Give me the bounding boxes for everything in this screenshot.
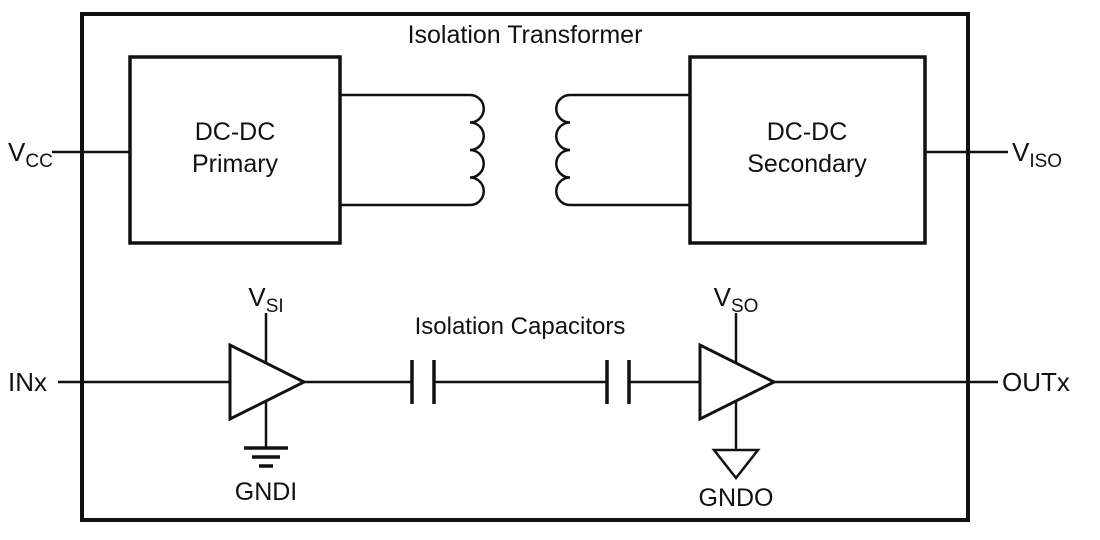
vcc-pin-label: VCC (8, 137, 53, 172)
vcc-label-main: V (8, 137, 26, 167)
dc-dc-secondary-label-line2: Secondary (747, 150, 867, 178)
vsi-label-sub: SI (266, 296, 284, 317)
signal-ground-icon (711, 448, 761, 481)
vso-label-sub: SO (731, 296, 758, 317)
gndo-label: GNDO (699, 484, 774, 512)
vsi-label-main: V (248, 282, 266, 312)
dc-dc-primary-label-line1: DC-DC (195, 118, 276, 146)
transformer-secondary-winding-icon (555, 93, 571, 207)
viso-label-main: V (1012, 137, 1030, 167)
earth-ground-icon (244, 446, 288, 468)
diagram-title: Isolation Transformer (408, 21, 643, 49)
viso-pin-label: VISO (1012, 137, 1062, 172)
dc-dc-primary-label-line2: Primary (192, 150, 279, 178)
vsi-label: VSI (248, 282, 283, 317)
vcc-label-sub: CC (25, 151, 52, 172)
viso-label-sub: ISO (1029, 151, 1062, 172)
dc-dc-secondary-block (688, 55, 927, 245)
transformer-primary-winding-icon (469, 93, 485, 207)
vso-label: VSO (714, 282, 759, 317)
dc-dc-secondary-label-line1: DC-DC (767, 118, 848, 146)
vso-label-main: V (714, 282, 732, 312)
gndi-label: GNDI (235, 478, 298, 506)
isolation-capacitors-label: Isolation Capacitors (415, 313, 626, 340)
inx-pin-label: INx (8, 367, 47, 397)
outx-pin-label: OUTx (1002, 367, 1070, 397)
dc-dc-primary-block (128, 55, 342, 245)
